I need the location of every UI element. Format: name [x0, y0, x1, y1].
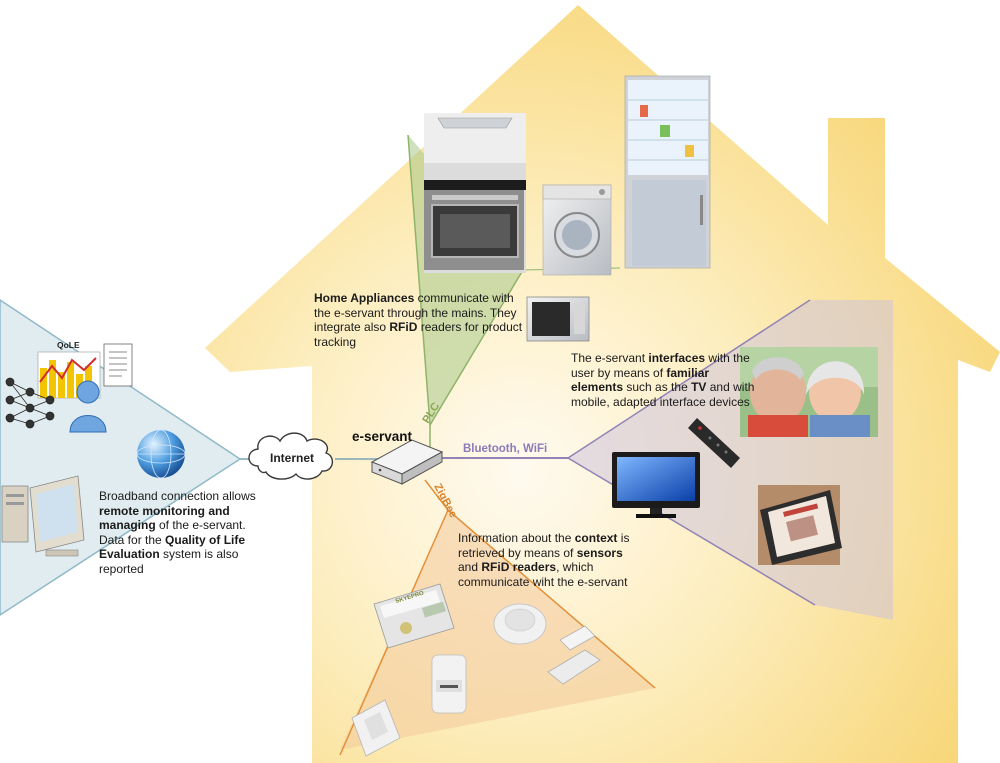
elderly-couple-photo — [740, 347, 878, 437]
desktop-computer-icon — [1, 475, 85, 557]
washing-machine-image — [542, 184, 612, 276]
internet-cloud-icon — [248, 432, 333, 480]
caption-bold-segment: remote monitoring and managing — [99, 503, 230, 533]
caption-segment: system is also reported — [99, 547, 239, 576]
internet-label: Internet — [270, 451, 314, 465]
tv-image — [612, 452, 700, 518]
context-caption: Information about the context is retriev… — [458, 531, 646, 589]
caption-bold-segment: sensors — [576, 545, 623, 560]
eservant-label: e-servant — [352, 429, 413, 444]
eservant-box-icon — [370, 439, 444, 485]
caption-segment: Broadband connection allows — [99, 489, 256, 503]
fridge-image — [624, 75, 711, 269]
broadband-caption: Broadband connection allows remote monit… — [99, 489, 259, 576]
caption-segment: and — [458, 560, 482, 574]
caption-segment: with the user by means of — [571, 351, 750, 380]
caption-bold-segment: familiar elements — [571, 365, 710, 395]
mobile-device-image — [758, 485, 842, 565]
caption-segment: The e-servant — [571, 351, 649, 365]
smoke-detector-image — [493, 603, 547, 645]
caption-bold-segment: RFiD — [389, 320, 418, 334]
qole-label: QoLE — [57, 340, 80, 350]
microwave-image — [526, 296, 590, 342]
document-icon — [103, 343, 133, 387]
remote-control-image — [688, 418, 740, 468]
rfid-reader-image — [373, 583, 455, 649]
caption-bold-segment: Home Appliances — [314, 291, 415, 305]
caption-segment: communicate with the e-servant through t… — [314, 291, 517, 334]
caption-bold-segment: interfaces — [648, 351, 706, 365]
user-person-icon — [69, 380, 107, 433]
caption-segment: is retrieved by means of — [458, 531, 630, 560]
caption-segment: readers for product tracking — [314, 320, 523, 349]
caption-bold-segment: Quality of Life Evaluation — [99, 532, 246, 562]
oven-kitchen-image — [424, 113, 526, 273]
caption-segment: and with mobile, adapted interface devic… — [571, 380, 755, 409]
caption-bold-segment: RFiD readers — [481, 560, 557, 574]
globe-icon — [136, 429, 186, 479]
caption-segment: , which communicate wiht the e-servant — [458, 560, 628, 589]
caption-bold-segment: context — [574, 531, 618, 545]
caption-segment: Information about the — [458, 531, 575, 545]
motion-sensor-image — [431, 654, 467, 714]
home-appliances-caption: Home Appliances communicate with the e-s… — [314, 291, 524, 349]
caption-bold-segment: TV — [691, 380, 707, 394]
wall-switch-image — [351, 699, 401, 757]
neural-network-icon — [5, 377, 55, 429]
caption-segment: such as the — [623, 380, 692, 394]
interfaces-caption: The e-servant interfaces with the user b… — [571, 351, 757, 409]
caption-segment: of the e-servant. Data for the — [99, 518, 246, 547]
bluetooth-label: Bluetooth, WiFi — [463, 443, 547, 455]
door-sensor-image — [547, 625, 601, 685]
